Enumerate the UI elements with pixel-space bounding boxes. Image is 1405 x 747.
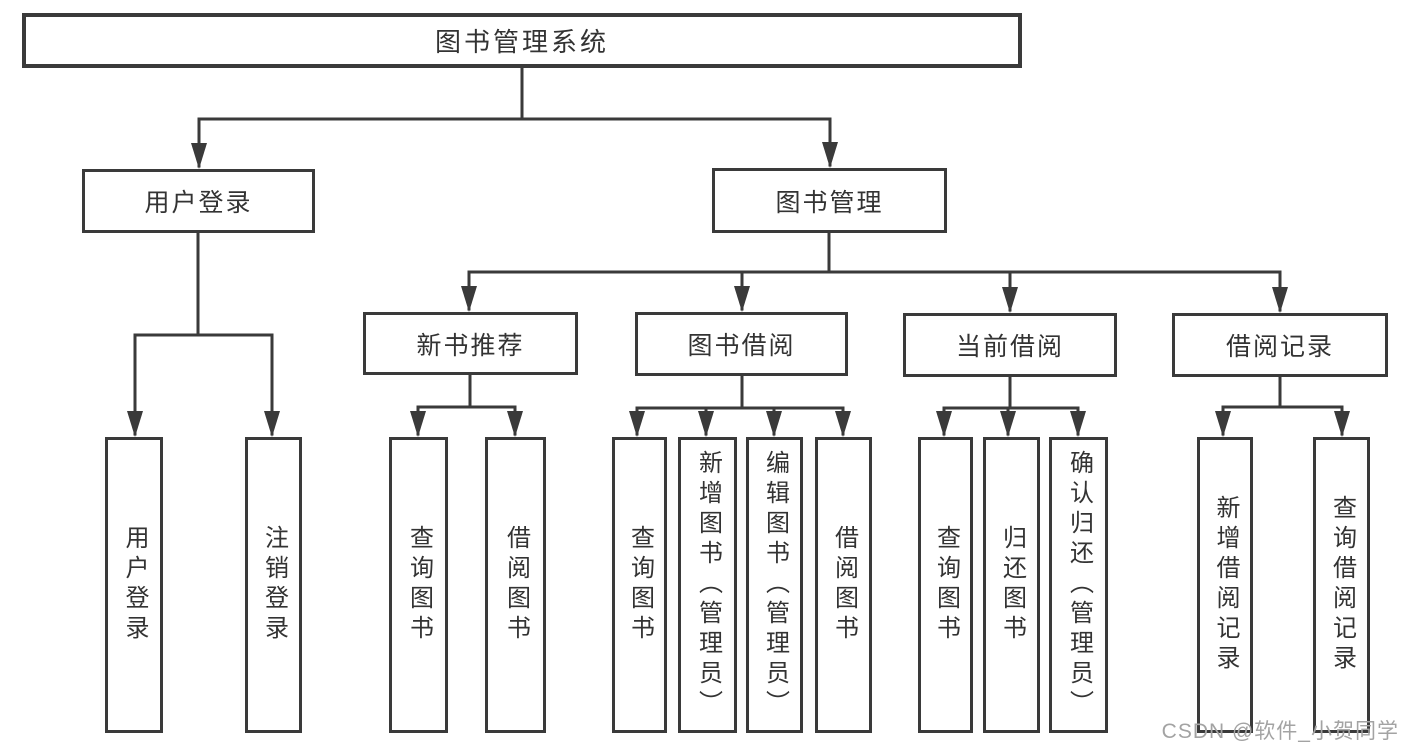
arrowhead-icon bbox=[835, 411, 851, 437]
edge-book-borrow-to-leaves bbox=[635, 373, 845, 436]
leaf-logout-label: 注销登录 bbox=[260, 525, 288, 645]
arrowheads bbox=[127, 142, 1350, 437]
leaf-query-books-recommend-label: 查询图书 bbox=[405, 525, 433, 645]
leaf-user-login: 用户登录 bbox=[105, 437, 163, 733]
edge-root-to-level2 bbox=[197, 65, 832, 168]
node-user-login-label: 用户登录 bbox=[144, 189, 253, 217]
leaf-edit-book-admin-label: 编辑图书（管理员） bbox=[761, 450, 789, 720]
node-current-borrow-label: 当前借阅 bbox=[955, 333, 1064, 361]
node-borrow-records: 借阅记录 bbox=[1172, 313, 1388, 377]
arrowhead-icon bbox=[191, 143, 207, 169]
arrowhead-icon bbox=[629, 411, 645, 437]
leaf-query-books-borrow-label: 查询图书 bbox=[626, 525, 654, 645]
node-book-management: 图书管理 bbox=[712, 168, 947, 233]
node-user-login: 用户登录 bbox=[82, 169, 315, 233]
arrowhead-icon bbox=[766, 411, 782, 437]
edge-new-book-recommend-to-leaves bbox=[416, 373, 517, 436]
leaf-add-borrow-record: 新增借阅记录 bbox=[1197, 437, 1253, 733]
node-new-book-recommend: 新书推荐 bbox=[363, 312, 578, 375]
arrowhead-icon bbox=[698, 411, 714, 437]
edge-borrow-records-to-leaves bbox=[1221, 375, 1344, 436]
leaf-add-borrow-record-label: 新增借阅记录 bbox=[1212, 495, 1239, 675]
edge-book-management-to-level3 bbox=[467, 231, 1282, 312]
leaf-add-book-admin-label: 新增图书（管理员） bbox=[694, 450, 722, 720]
node-book-management-label: 图书管理 bbox=[775, 188, 884, 217]
arrowhead-icon bbox=[461, 286, 477, 312]
arrowhead-icon bbox=[1070, 411, 1086, 437]
node-current-borrow: 当前借阅 bbox=[903, 313, 1117, 377]
arrowhead-icon bbox=[1272, 287, 1288, 313]
leaf-confirm-return-admin: 确认归还（管理员） bbox=[1049, 437, 1108, 733]
leaf-borrow-books-recommend-label: 借阅图书 bbox=[502, 525, 530, 645]
arrowhead-icon bbox=[410, 411, 426, 437]
arrowhead-icon bbox=[507, 411, 523, 437]
node-borrow-records-label: 借阅记录 bbox=[1225, 333, 1334, 361]
leaf-add-book-admin: 新增图书（管理员） bbox=[678, 437, 737, 733]
leaf-return-book-label: 归还图书 bbox=[998, 525, 1026, 645]
leaf-return-book: 归还图书 bbox=[983, 437, 1040, 733]
leaf-borrow-books-label: 借阅图书 bbox=[830, 525, 858, 645]
arrowhead-icon bbox=[1334, 411, 1350, 437]
leaf-borrow-books: 借阅图书 bbox=[815, 437, 872, 733]
node-book-borrow: 图书借阅 bbox=[635, 312, 848, 376]
node-book-borrow-label: 图书借阅 bbox=[687, 332, 796, 360]
arrowhead-icon bbox=[1002, 287, 1018, 313]
leaf-query-borrow-record-label: 查询借阅记录 bbox=[1328, 495, 1356, 675]
watermark-text: CSDN @软件_小贺同学 bbox=[1161, 720, 1399, 743]
arrowhead-icon bbox=[1000, 411, 1016, 437]
arrowhead-icon bbox=[1215, 411, 1231, 437]
leaf-query-books-recommend: 查询图书 bbox=[389, 437, 448, 733]
leaf-edit-book-admin: 编辑图书（管理员） bbox=[746, 437, 803, 733]
leaf-confirm-return-admin-label: 确认归还（管理员） bbox=[1065, 450, 1093, 720]
arrowhead-icon bbox=[734, 286, 750, 312]
edge-user-login-to-leaves bbox=[133, 231, 274, 436]
leaf-query-books-borrow: 查询图书 bbox=[612, 437, 667, 733]
leaf-query-borrow-record: 查询借阅记录 bbox=[1313, 437, 1370, 733]
leaf-user-login-label: 用户登录 bbox=[121, 525, 148, 645]
leaf-borrow-books-recommend: 借阅图书 bbox=[485, 437, 546, 733]
leaf-logout: 注销登录 bbox=[245, 437, 302, 733]
node-new-book-recommend-label: 新书推荐 bbox=[416, 331, 525, 360]
arrowhead-icon bbox=[264, 411, 280, 437]
leaf-query-books-current-label: 查询图书 bbox=[932, 525, 960, 645]
node-library-system: 图书管理系统 bbox=[22, 13, 1022, 68]
arrowhead-icon bbox=[822, 142, 838, 168]
arrowhead-icon bbox=[127, 411, 143, 437]
node-library-system-label: 图书管理系统 bbox=[434, 27, 609, 57]
arrowhead-icon bbox=[936, 411, 952, 437]
leaf-query-books-current: 查询图书 bbox=[918, 437, 973, 733]
